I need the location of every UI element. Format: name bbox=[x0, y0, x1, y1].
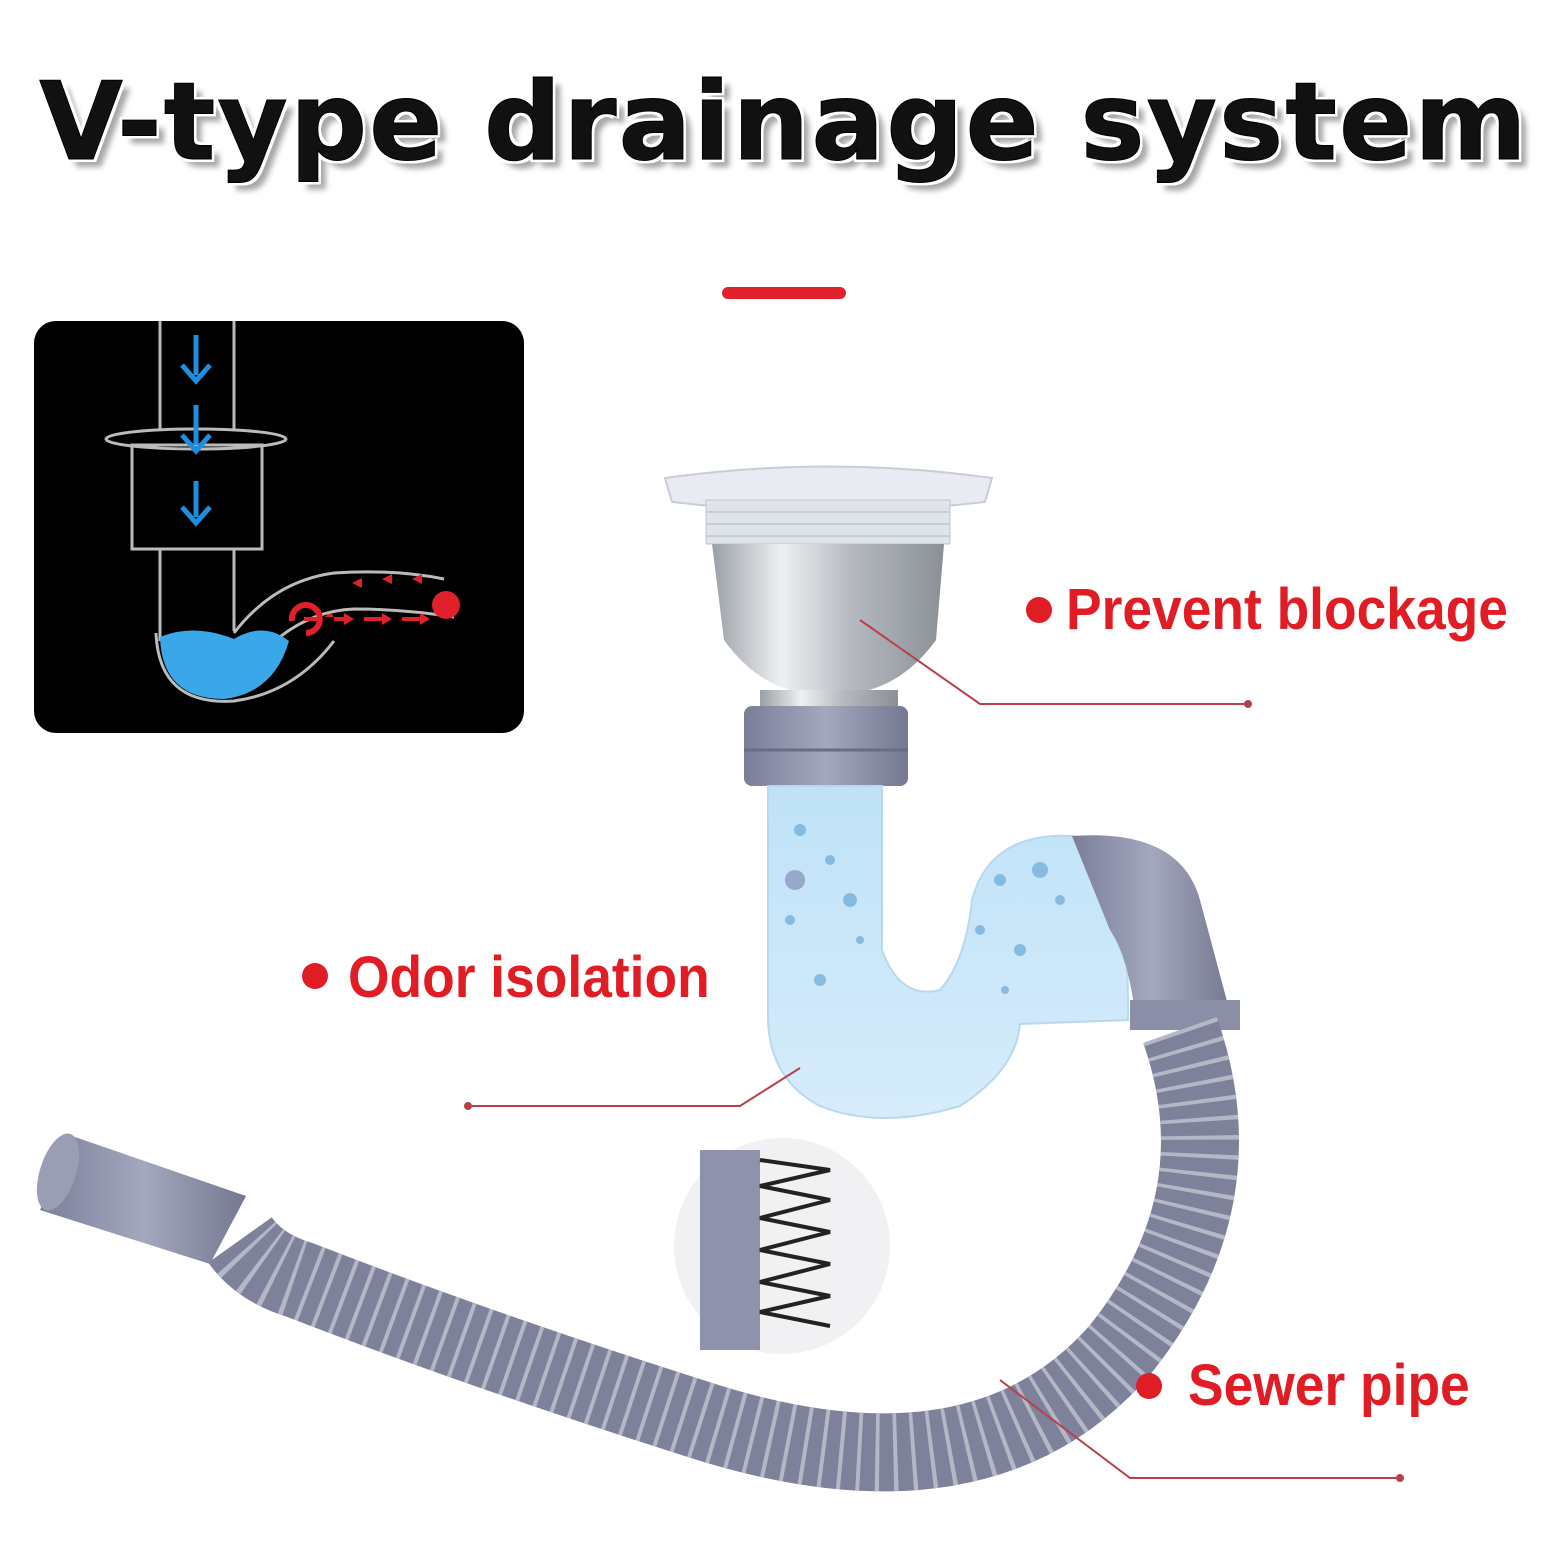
down-arrows bbox=[180, 335, 212, 527]
callout-prevent-blockage: Prevent blockage bbox=[1066, 577, 1508, 642]
callout-odor-isolation: Odor isolation bbox=[348, 945, 710, 1010]
callout-dot-prevent-blockage bbox=[1026, 597, 1052, 623]
inset-diagram bbox=[34, 321, 524, 733]
corrugated-hose bbox=[208, 1017, 1239, 1492]
accent-bar bbox=[722, 287, 846, 299]
thread-ring bbox=[705, 499, 951, 545]
drain-flow-diagram bbox=[104, 321, 460, 703]
callout-dot-odor-isolation bbox=[302, 963, 328, 989]
red-arrows bbox=[304, 574, 430, 625]
page-title: V-type drainage system bbox=[39, 60, 1529, 186]
odor-ball bbox=[432, 591, 460, 619]
callout-dot-sewer-pipe bbox=[1136, 1373, 1162, 1399]
leader-lines bbox=[468, 619, 1400, 1479]
hose-end-cuff bbox=[40, 1136, 246, 1264]
grey-elbow bbox=[1072, 835, 1232, 1024]
water-fill bbox=[160, 630, 289, 699]
callout-sewer-pipe: Sewer pipe bbox=[1188, 1353, 1470, 1418]
bubbles bbox=[785, 824, 1065, 994]
spring-coil bbox=[759, 1158, 831, 1328]
steel-cup bbox=[712, 544, 944, 694]
coupling-nut bbox=[744, 706, 908, 786]
s-trap bbox=[767, 785, 1130, 1119]
swirl-arrow bbox=[288, 602, 323, 636]
